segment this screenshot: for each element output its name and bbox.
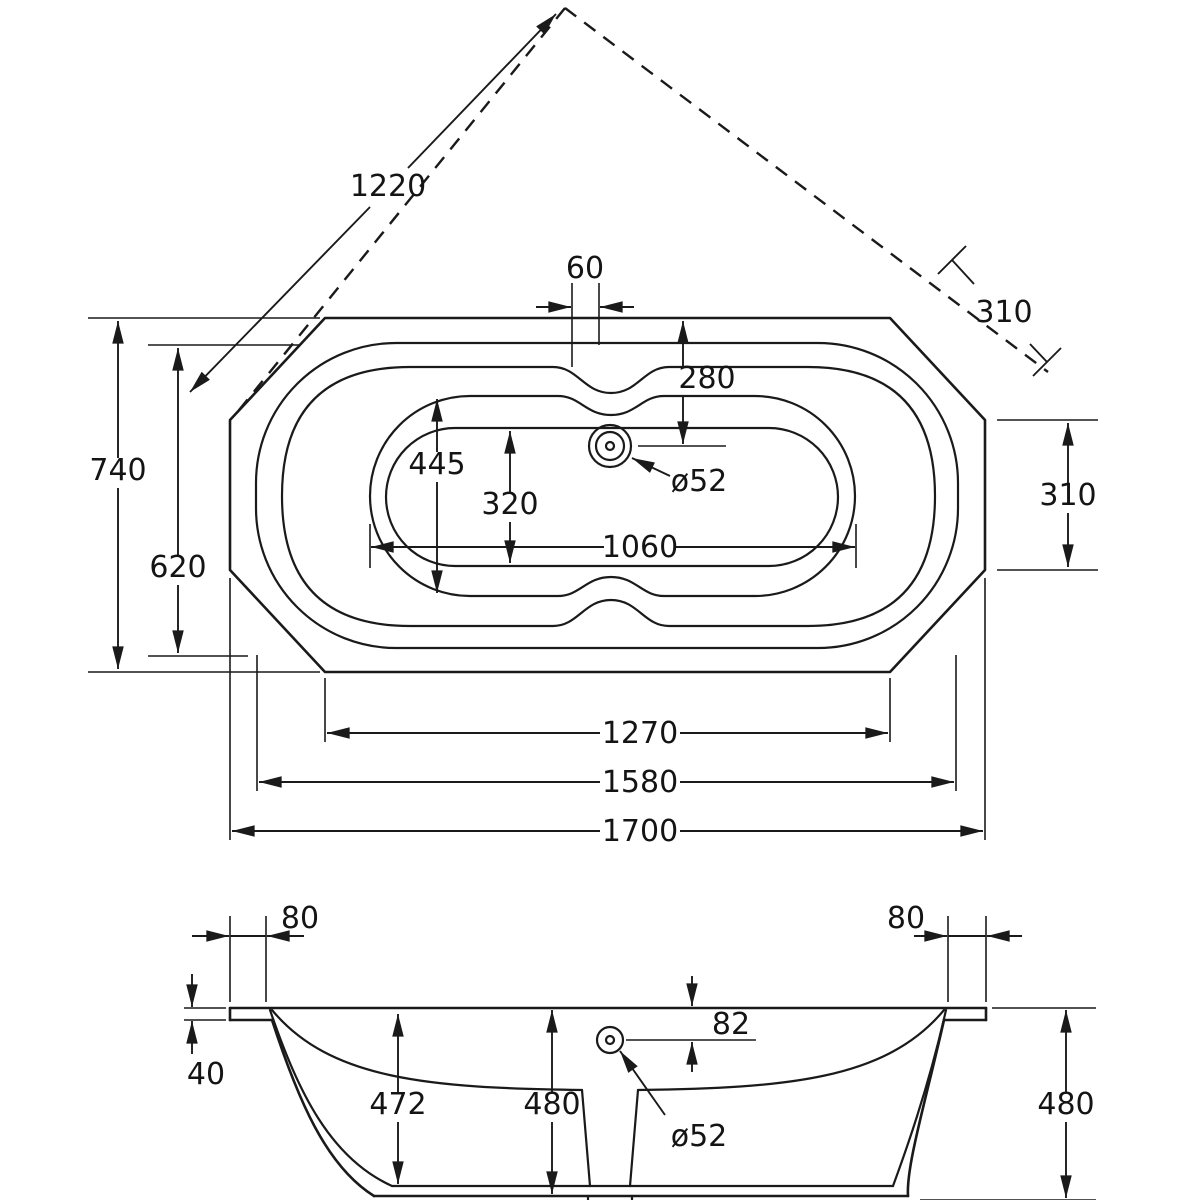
dim-base-length-1270: 1270 [324,678,891,751]
dim-lip-drop-40: 40 [184,974,226,1092]
tub-outer-edge [228,316,987,674]
dim-label-740: 740 [89,453,146,488]
dim-line [951,259,975,285]
dim-label-445: 445 [408,447,465,482]
dim-label-40: 40 [187,1057,225,1092]
outer-wall-left [270,1018,376,1198]
drain-mid-circle [594,430,626,462]
dim-overall-width-740: 740 [88,317,320,673]
dim-label-1270: 1270 [602,716,678,751]
dim-rim-width-620: 620 [148,344,300,657]
waste-pipe [580,1088,640,1200]
dim-waste-offset-60: 60 [536,251,634,367]
dim-label-1220: 1220 [350,169,426,204]
dim-label-82: 82 [712,1007,750,1042]
dim-centre-height-480: 480 [523,1010,581,1194]
drain-outer-circle [587,423,633,469]
dim-label-80-left: 80 [281,901,319,936]
dim-label-480-centre: 480 [523,1087,580,1122]
waste-drain-plan [587,423,633,469]
dim-chamfer-310: 310 [937,245,1062,377]
dim-inner-depth-472: 472 [369,1014,427,1184]
corner-wall-dashed-right [564,7,1049,373]
dim-waste-dia-section: ø52 [619,1050,728,1154]
dim-lip-right-80: 80 [887,901,1022,1002]
section-view: 80 80 40 472 480 [184,901,1096,1200]
dim-label-480-right: 480 [1037,1087,1094,1122]
basin-profile-left [270,1008,584,1092]
dim-waste-dia-plan: ø52 [631,457,728,499]
dim-line [189,206,371,393]
dim-label-1580: 1580 [602,765,678,800]
corner-wall-dashed-left [234,7,566,416]
dim-line [407,13,557,169]
drain-center-dot [604,440,616,452]
dim-waste-from-edge-280: 280 [638,321,736,447]
basin-upper-edge [280,365,937,628]
dim-side-edge-310: 310 [997,419,1098,571]
basin-wall-edge [368,394,857,598]
inner-wall-left [268,1008,394,1188]
tick [937,245,967,275]
dim-label-o52-section: ø52 [671,1119,728,1154]
basin-profile-right [636,1008,946,1092]
inner-wall-right [891,1008,948,1188]
dim-label-310-side: 310 [1039,478,1096,513]
plan-view: 1220 60 280 ø52 445 [88,7,1098,849]
dim-label-1060: 1060 [602,530,678,565]
dim-waste-drop-82: 82 [626,976,756,1072]
leader-line [631,457,671,477]
dim-label-310-chamfer: 310 [975,295,1032,330]
leader-line [619,1050,666,1116]
dim-basin-width-445: 445 [408,399,466,593]
drain-circle [595,1025,625,1055]
drain-dot [604,1034,616,1046]
dim-lip-left-80: 80 [192,901,319,1002]
dim-label-60: 60 [566,251,604,286]
dim-label-80-right: 80 [887,901,925,936]
tub-rim-line [254,341,960,650]
dim-line [1029,343,1048,363]
dim-diagonal-1220: 1220 [189,13,557,393]
dim-floor-width-320: 320 [481,431,539,563]
dim-overall-height-480: 480 [920,1007,1096,1200]
pipe-right [628,1088,640,1188]
dim-label-320: 320 [481,487,538,522]
outer-wall-right [906,1018,946,1198]
basin-floor-edge [384,426,840,568]
tick [1032,347,1062,377]
dim-rim-length-1580: 1580 [256,655,957,800]
dim-label-472: 472 [369,1087,426,1122]
waste-drain-section [595,1025,625,1055]
pipe-left [580,1088,592,1188]
dim-label-280: 280 [678,361,735,396]
dim-label-620: 620 [149,550,206,585]
dim-label-o52-plan: ø52 [671,464,728,499]
dim-overall-length-1700: 1700 [229,578,986,849]
dim-basin-length-1060: 1060 [369,524,857,568]
dim-label-1700: 1700 [602,814,678,849]
